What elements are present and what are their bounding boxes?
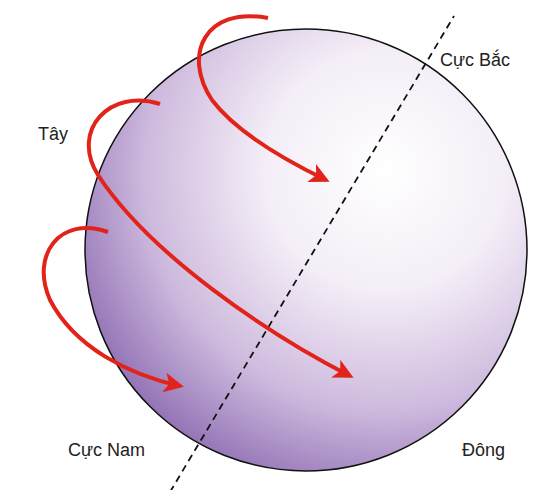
rotation-axis [170,16,454,490]
globe [85,29,527,471]
rotation-arrow [89,101,350,376]
rotation-arrow [44,228,180,386]
direction-label: Tây [38,124,68,146]
rotation-arrow [199,16,326,180]
direction-label: Đông [462,440,505,462]
direction-label: Cực Bắc [440,50,510,72]
direction-label: Cực Nam [68,440,145,462]
